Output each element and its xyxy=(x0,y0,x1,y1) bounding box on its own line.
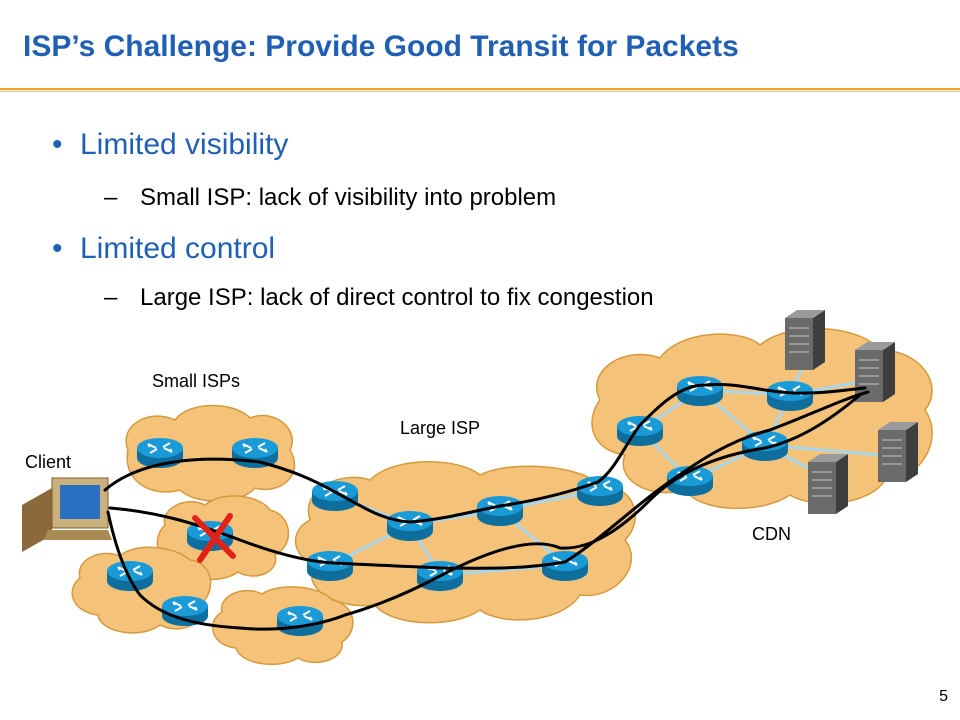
sub-bullet-text: Small ISP: lack of visibility into probl… xyxy=(140,184,557,211)
router-icon xyxy=(161,595,209,627)
server-icon xyxy=(807,453,849,515)
sub-bullet-dash: – xyxy=(104,284,118,311)
label-client: Client xyxy=(25,452,72,472)
bullet-dot: • xyxy=(52,232,63,265)
bullet-text: Limited visibility xyxy=(80,128,289,161)
page-number: 5 xyxy=(939,688,948,705)
sub-bullet-dash: – xyxy=(104,184,118,211)
cloud-icon xyxy=(125,404,296,502)
label-small-isps: Small ISPs xyxy=(152,371,241,391)
router-icon xyxy=(616,415,664,447)
traffic-paths xyxy=(103,382,870,631)
bullet-item: • Limited control xyxy=(52,232,275,266)
label-cdn: CDN xyxy=(752,524,791,544)
cloud-icon xyxy=(294,461,636,624)
router-icon xyxy=(541,550,589,582)
router-icon xyxy=(311,480,359,512)
sub-bullet-item: –Large ISP: lack of direct control to fi… xyxy=(104,284,654,312)
router-icon xyxy=(276,605,324,637)
sub-bullet-item: –Small ISP: lack of visibility into prob… xyxy=(104,184,556,212)
title-underline xyxy=(0,88,960,92)
computer-icon xyxy=(22,477,112,552)
router-icon xyxy=(386,510,434,542)
server-icon xyxy=(877,421,919,483)
x-mark-icon xyxy=(192,513,236,563)
sub-bullet-text: Large ISP: lack of direct control to fix… xyxy=(140,284,654,311)
bullet-dot: • xyxy=(52,128,63,161)
server-icon xyxy=(784,309,826,371)
router-icon xyxy=(766,380,814,412)
router-icon xyxy=(306,550,354,582)
slide-title: ISP’s Challenge: Provide Good Transit fo… xyxy=(23,30,739,63)
bullet-text: Limited control xyxy=(80,232,276,265)
label-large-isp: Large ISP xyxy=(400,418,481,438)
router-icon xyxy=(231,437,279,469)
router-icon xyxy=(476,495,524,527)
bullet-item: • Limited visibility xyxy=(52,128,288,162)
